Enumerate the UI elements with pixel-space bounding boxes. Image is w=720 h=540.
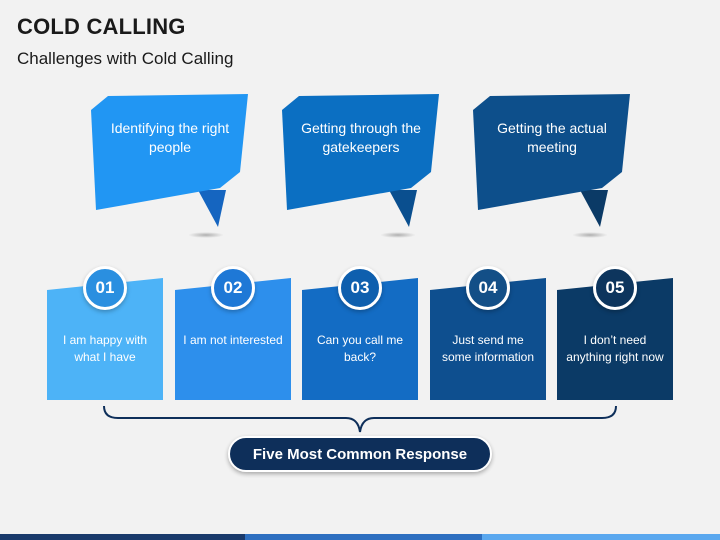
challenge-banner-2: Getting through the gatekeepers (279, 92, 443, 242)
banner-shadow (380, 232, 416, 238)
challenge-text: Identifying the right people (110, 120, 230, 155)
accent-segment (0, 534, 245, 540)
response-number-badge: 02 (211, 266, 255, 310)
response-number-badge: 04 (466, 266, 510, 310)
page-title: COLD CALLING (17, 14, 186, 39)
card-shape (302, 278, 418, 400)
challenge-banner-3: Getting the actual meeting (470, 92, 634, 242)
card-shape (557, 278, 673, 400)
bottom-accent-bar (0, 534, 720, 540)
response-text: I don’t need anything right now (566, 333, 664, 364)
response-number-badge: 01 (83, 266, 127, 310)
response-text: Just send me some information (441, 333, 535, 364)
banner-shape (473, 94, 630, 227)
response-text: I am not interested (183, 333, 283, 347)
challenge-banner-1: Identifying the right people (88, 92, 252, 242)
banner-shadow (188, 232, 224, 238)
response-number-badge: 03 (338, 266, 382, 310)
accent-segment (482, 534, 720, 540)
banner-shape (282, 94, 439, 227)
challenge-text: Getting through the gatekeepers (301, 120, 421, 155)
summary-label: Five Most Common Response (228, 436, 492, 472)
response-text: Can you call me back? (316, 333, 404, 364)
response-card-3: Can you call me back? (302, 278, 418, 400)
response-card-1: I am happy with what I have (47, 278, 163, 400)
challenge-text: Getting the actual meeting (497, 120, 607, 155)
page-subtitle: Challenges with Cold Calling (17, 49, 234, 68)
response-card-2: I am not interested (175, 278, 291, 400)
banner-shape (91, 94, 248, 227)
card-shape (430, 278, 546, 400)
response-card-4: Just send me some information (430, 278, 546, 400)
accent-segment (244, 534, 483, 540)
response-number-badge: 05 (593, 266, 637, 310)
grouping-brace (103, 405, 617, 433)
card-shape (175, 278, 291, 400)
card-shape (47, 278, 163, 400)
banner-shadow (572, 232, 608, 238)
response-text: I am happy with what I have (62, 333, 148, 364)
response-card-5: I don’t need anything right now (557, 278, 673, 400)
